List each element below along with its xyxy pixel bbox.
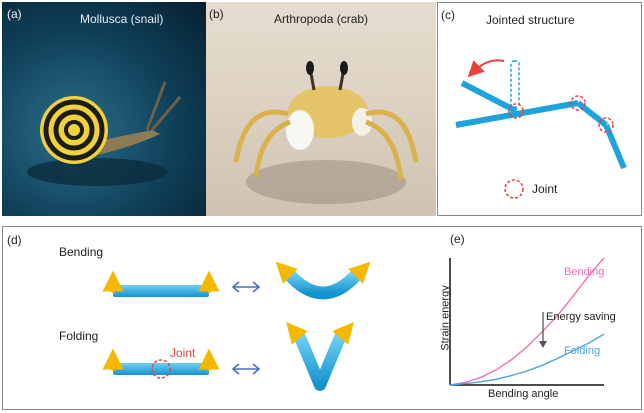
series-label-folding: Folding [564,345,601,357]
energy-saving-annotation: Energy saving [546,311,616,323]
ghost-segment [510,60,520,108]
bending-beam-curved [283,268,363,300]
joint-label: Joint [170,346,196,360]
rotation-arrow [467,59,505,78]
folding-beam-v [293,332,347,391]
panel-a-snail-photo: (a) Mollusca (snail) [2,2,206,216]
series-line-folding [449,333,605,386]
joint-circle [570,95,586,111]
segment-4 [603,123,627,170]
transform-arrow [231,281,261,293]
folding-beam-straight [113,363,209,375]
panel-c-title: Jointed structure [486,13,575,27]
series-line-bending [449,257,605,386]
moment-arrow [332,322,354,345]
folding-label: Folding [59,329,99,343]
joint-legend-symbol [504,179,524,199]
panel-c-tag: (c) [441,8,455,22]
series-label-bending: Bending [564,266,605,278]
panel-a-title: Mollusca (snail) [80,12,164,26]
strain-energy-chart [449,257,605,386]
panel-e-tag: (e) [450,232,465,246]
bending-folding-diagram [102,261,371,391]
segment-3 [576,100,608,128]
panel-e-chart: (e) Strain energy Bending angle Bending … [440,228,640,410]
snail-illustration [27,81,182,186]
jointed-structure-diagram [455,59,627,199]
panel-a-tag: (a) [7,7,22,21]
joint-circle [508,103,524,119]
moment-arrow [348,261,371,284]
bending-label: Bending [59,245,104,259]
moment-arrow [286,322,308,345]
segment-1 [460,80,518,114]
x-axis-label: Bending angle [488,388,559,400]
energy-saving-arrowhead [539,341,547,348]
moment-arrow [275,261,298,284]
crab-illustration [233,61,419,204]
panel-b-tag: (b) [209,7,224,21]
panel-d-bending-folding: (d) Bending Folding Joint [2,226,642,410]
joint-legend-label: Joint [532,182,558,196]
panel-b-crab-photo: (b) Arthropoda (crab) [206,2,436,216]
panel-b-title: Arthropoda (crab) [274,12,369,26]
bending-beam-straight [113,285,209,297]
panel-d-tag: (d) [7,233,22,247]
joint-circle [598,117,614,133]
panel-c-jointed-structure: (c) Jointed structure Joint [437,2,642,216]
y-axis-label: Strain energy [439,285,452,351]
joint-circle [151,359,171,379]
segment-2 [455,100,579,128]
transform-arrow [231,363,261,375]
